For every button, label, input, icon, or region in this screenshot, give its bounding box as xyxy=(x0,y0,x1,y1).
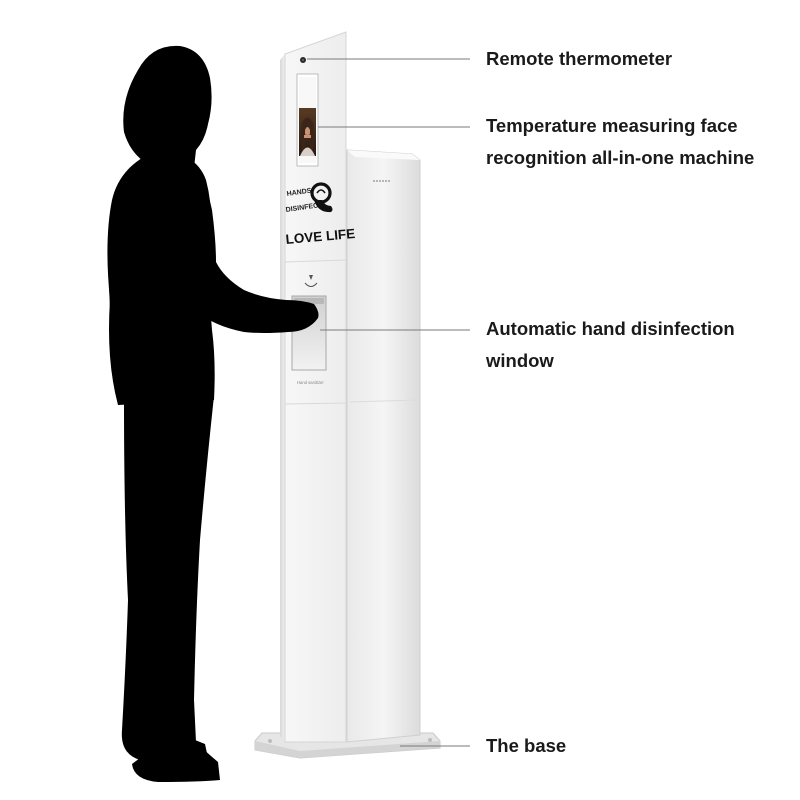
rear-column xyxy=(346,149,421,743)
camera-dot-icon xyxy=(300,57,306,63)
window-caption: Hand sanitizer xyxy=(297,380,324,385)
speaker-grille xyxy=(373,180,390,182)
panel-slogan: LOVE LIFE xyxy=(285,226,356,247)
label-face-recognition-machine: Temperature measuring face recognition a… xyxy=(486,110,754,174)
hand-swirl-icon xyxy=(310,182,333,213)
label-remote-thermometer: Remote thermometer xyxy=(486,43,672,75)
label-remote-thermometer-text: Remote thermometer xyxy=(486,48,673,69)
label-face-line-1: Temperature measuring face xyxy=(486,115,738,136)
panel-text-hands: HANDS xyxy=(286,188,312,198)
label-hand-line-2: window xyxy=(486,350,554,371)
label-face-line-2: recognition all-in-one machine xyxy=(486,147,755,168)
face-recognition-screen xyxy=(296,73,319,167)
leader-lines xyxy=(307,58,470,747)
label-hand-disinfection-window: Automatic hand disinfection window xyxy=(486,313,735,377)
branding-panel: HANDS DISINFECT LOVE LIFE xyxy=(285,182,356,247)
hand-icon xyxy=(304,275,318,287)
label-the-base: The base xyxy=(486,730,566,762)
label-the-base-text: The base xyxy=(486,735,567,756)
label-hand-line-1: Automatic hand disinfection xyxy=(486,318,735,339)
person-silhouette xyxy=(107,45,319,782)
